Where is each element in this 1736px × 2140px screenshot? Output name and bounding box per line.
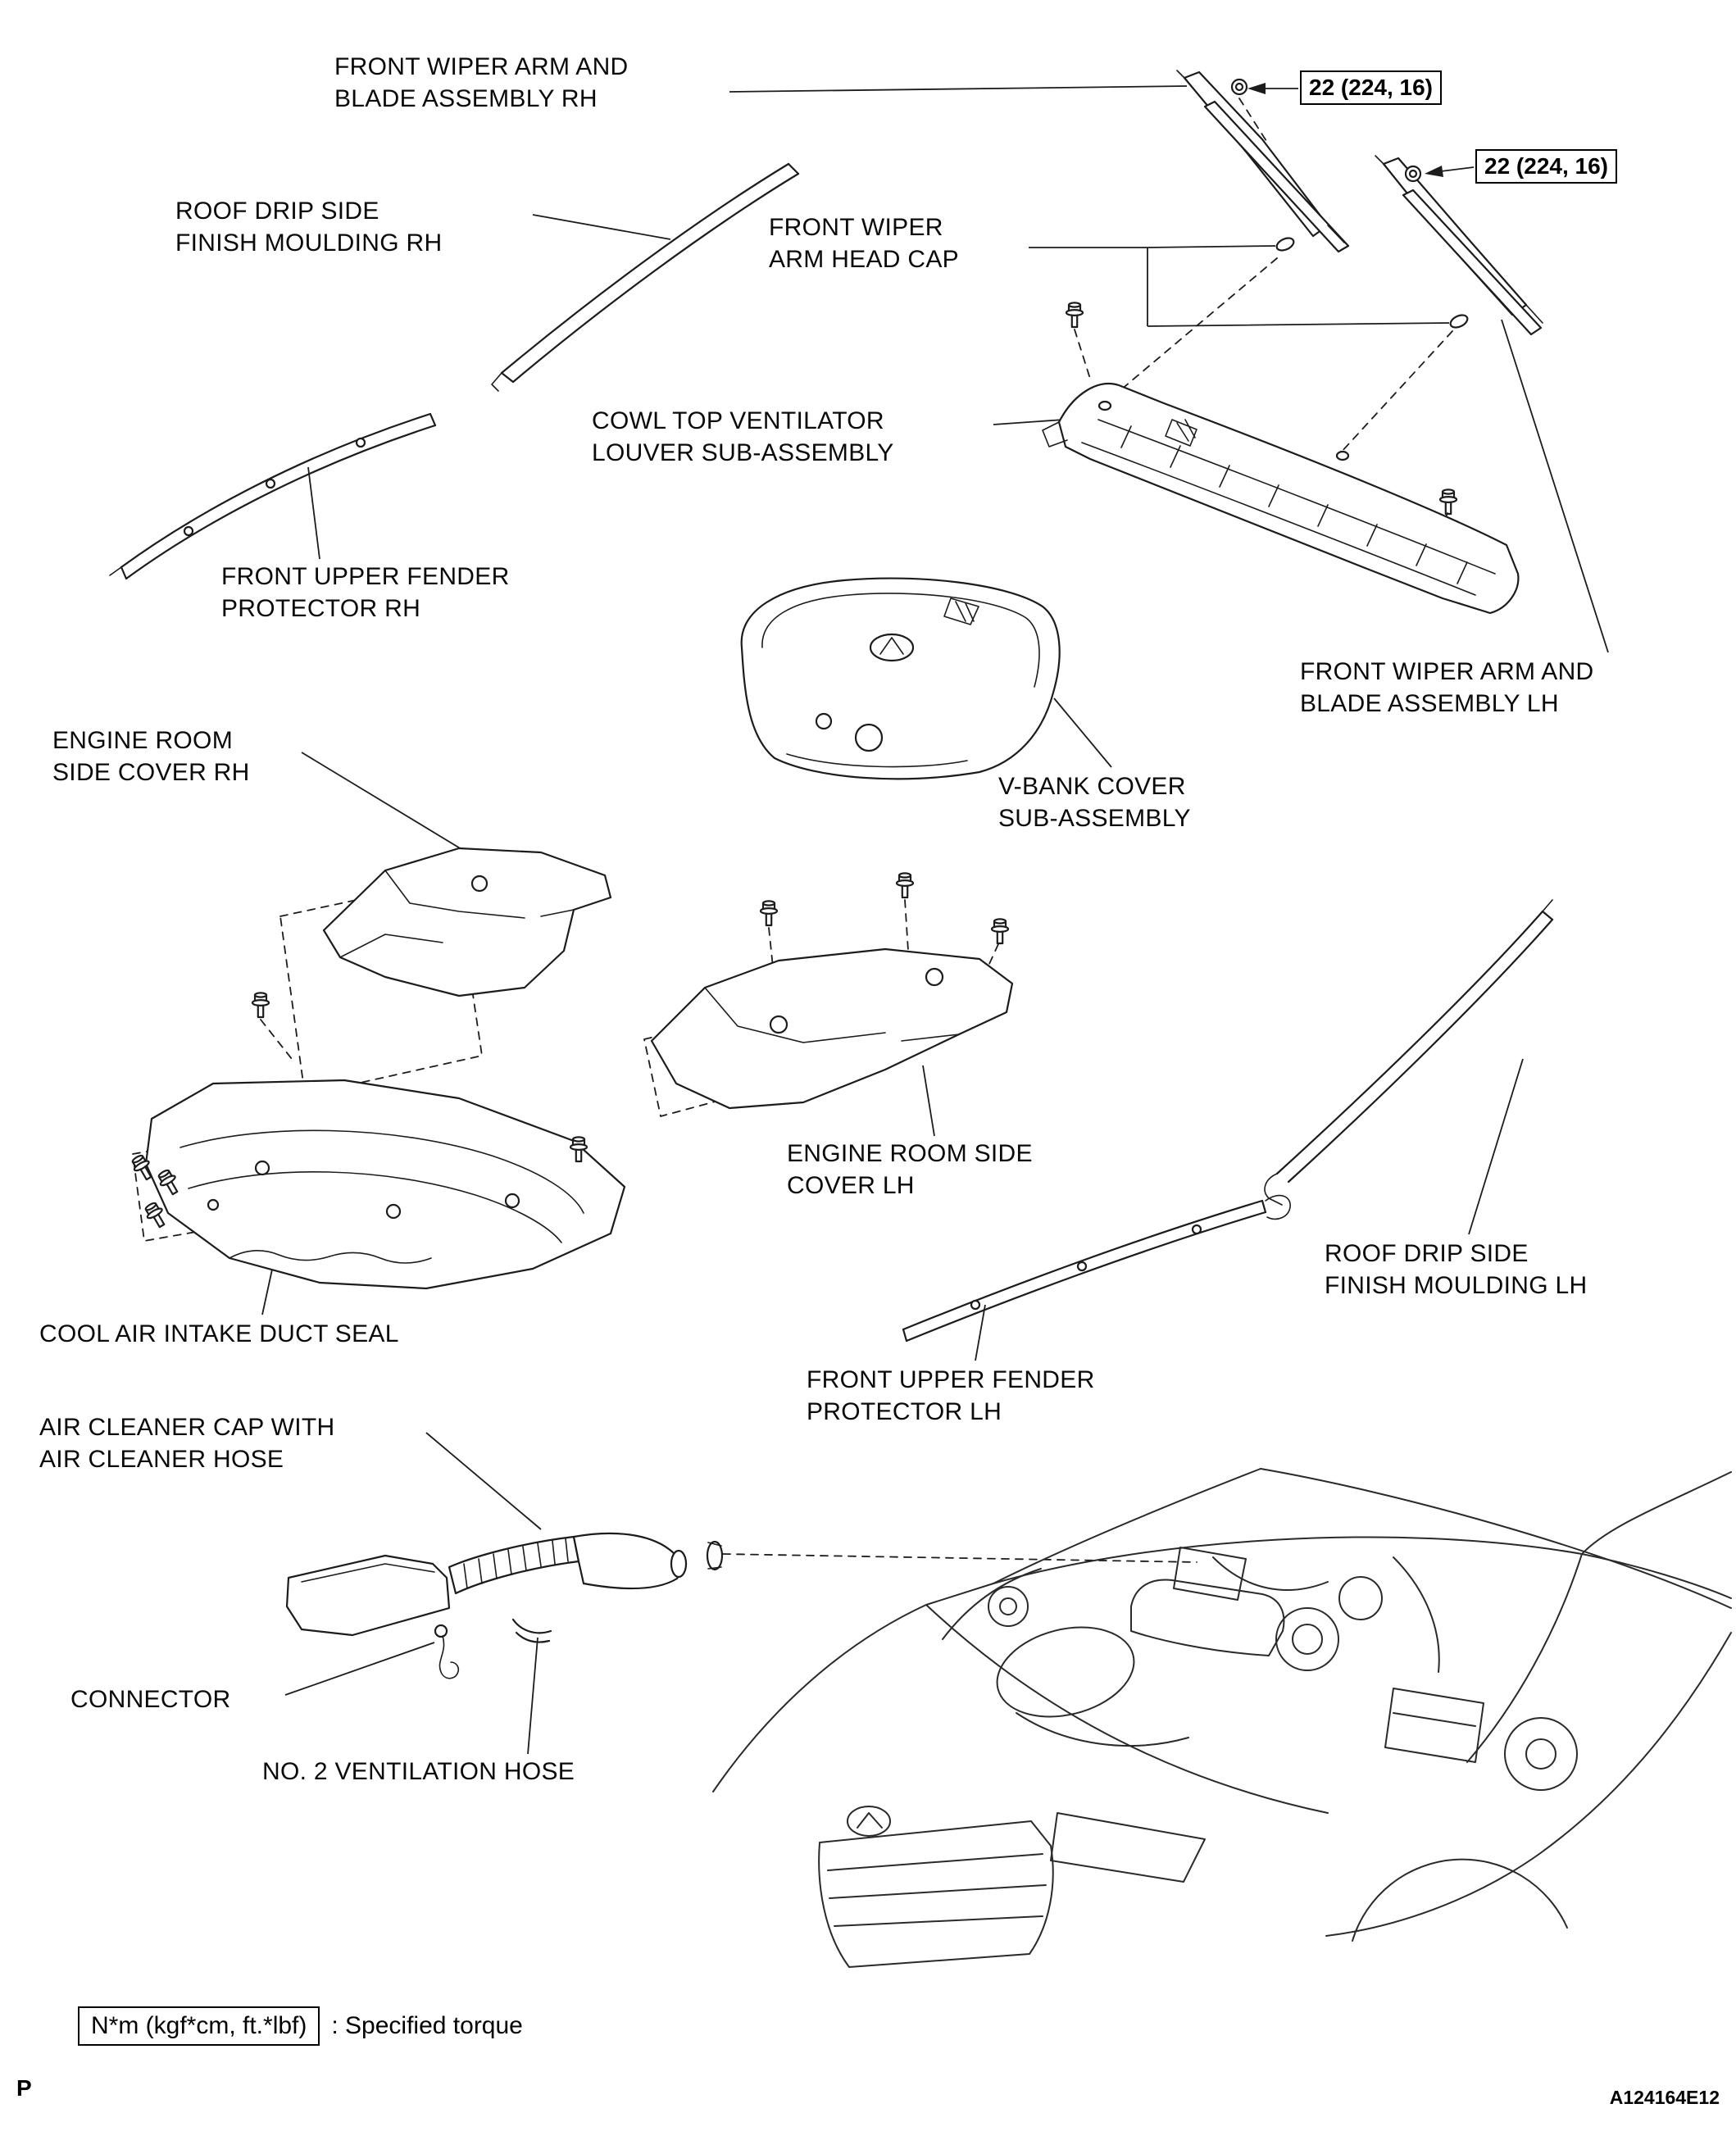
- torque-legend: N*m (kgf*cm, ft.*lbf) : Specified torque: [78, 2006, 523, 2046]
- label-ventilation-hose: NO. 2 VENTILATION HOSE: [262, 1758, 575, 1785]
- engine-room-side-cover-lh-drawing: [650, 947, 1014, 1110]
- label-air-cleaner-cap: AIR CLEANER CAP WITH AIR CLEANER HOSE: [39, 1414, 335, 1473]
- ventilation-hose-drawing: [511, 1618, 552, 1643]
- torque-arrow-1: [1247, 83, 1298, 94]
- label-front-wiper-arm-lh: FRONT WIPER ARM AND BLADE ASSEMBLY LH: [1300, 658, 1594, 717]
- figure-code: A124164E12: [1609, 2087, 1720, 2108]
- roof-drip-moulding-rh-drawing: [491, 162, 800, 392]
- front-wiper-arm-rh-drawing: [1176, 70, 1350, 254]
- torque-spec-box-rh: 22 (224, 16): [1300, 70, 1442, 105]
- torque-spec-box-lh: 22 (224, 16): [1475, 149, 1617, 184]
- engine-room-side-cover-rh-drawing: [322, 847, 612, 997]
- air-cleaner-cap-drawing: [285, 1532, 724, 1637]
- cool-air-intake-duct-seal-drawing: [144, 1079, 626, 1290]
- label-wiper-arm-head-cap: FRONT WIPER ARM HEAD CAP: [769, 214, 959, 273]
- label-connector: CONNECTOR: [70, 1686, 231, 1713]
- vehicle-engine-bay-drawing: [712, 1468, 1732, 1968]
- connector-drawing: [434, 1624, 460, 1679]
- fender-protector-rh-drawing: [109, 412, 437, 580]
- label-fender-protector-lh: FRONT UPPER FENDER PROTECTOR LH: [807, 1366, 1095, 1425]
- torque-legend-caption: : Specified torque: [331, 2012, 523, 2039]
- label-fender-protector-rh: FRONT UPPER FENDER PROTECTOR RH: [221, 563, 510, 622]
- label-roof-drip-rh: ROOF DRIP SIDE FINISH MOULDING RH: [175, 198, 443, 257]
- fender-protector-lh-drawing: [902, 1194, 1291, 1343]
- label-cowl-top-louver: COWL TOP VENTILATOR LOUVER SUB-ASSEMBLY: [592, 407, 894, 466]
- label-roof-drip-lh: ROOF DRIP SIDE FINISH MOULDING LH: [1325, 1240, 1588, 1299]
- v-bank-cover-drawing: [740, 577, 1061, 780]
- label-cool-air-duct-seal: COOL AIR INTAKE DUCT SEAL: [39, 1320, 399, 1347]
- torque-arrow-2: [1425, 166, 1475, 177]
- roof-drip-moulding-lh-drawing: [1264, 899, 1554, 1206]
- front-wiper-arm-lh-drawing: [1375, 155, 1543, 336]
- label-engine-cover-rh: ENGINE ROOM SIDE COVER RH: [52, 727, 250, 786]
- label-front-wiper-arm-rh: FRONT WIPER ARM AND BLADE ASSEMBLY RH: [334, 53, 629, 112]
- torque-unit-box: N*m (kgf*cm, ft.*lbf): [78, 2006, 320, 2046]
- cowl-top-louver-drawing: [1042, 383, 1520, 615]
- label-engine-cover-lh: ENGINE ROOM SIDE COVER LH: [787, 1140, 1033, 1199]
- label-v-bank-cover: V-BANK COVER SUB-ASSEMBLY: [998, 773, 1191, 832]
- page-marker: P: [16, 2075, 32, 2101]
